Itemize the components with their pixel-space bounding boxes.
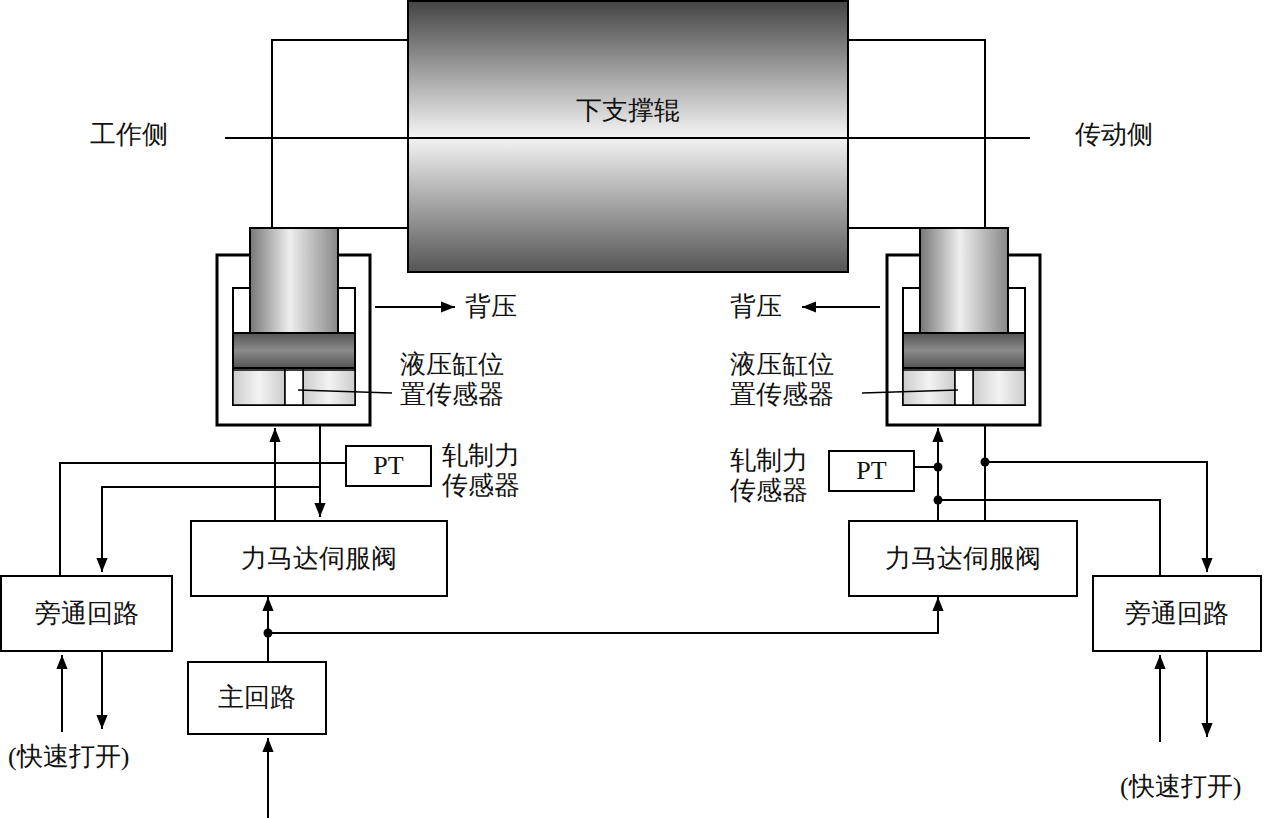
hydraulic-line [101, 652, 103, 729]
hydraulic-cylinder [903, 333, 1025, 368]
hydraulic-cylinder [955, 370, 973, 405]
sensor-label: 液压缸位 置传感器 [400, 350, 514, 410]
hydraulic-line [61, 655, 63, 732]
roll-frame [272, 40, 408, 228]
node-text: 主回路 [218, 683, 296, 713]
node-text: 力马达伺服阀 [885, 544, 1041, 574]
hydraulic-line [274, 428, 276, 520]
junction-dot [934, 463, 943, 472]
hydraulic-line [862, 390, 958, 393]
hydraulic-cylinder [233, 370, 285, 405]
hydraulic-line [62, 307, 1207, 818]
hydraulic-line [802, 306, 880, 308]
sensor-caption: 轧制力 传感器 [730, 446, 818, 506]
bypass-box: 旁通回路 [1092, 575, 1262, 652]
hydraulic-line [375, 306, 455, 308]
hydraulic-cylinder [920, 228, 1008, 333]
node-text: 力马达伺服阀 [241, 544, 397, 574]
roll-axis [225, 137, 1030, 139]
pressure-transducer: PT轧制力 传感器 [345, 445, 432, 487]
servo-valve-box: 力马达伺服阀 [190, 520, 448, 597]
node-text: PT [856, 456, 886, 486]
note-label: (快速打开) [8, 742, 129, 772]
sensor-caption: 轧制力 传感器 [442, 441, 530, 501]
node-text: 下支撑辊 [576, 96, 680, 126]
pressure-transducer: PT轧制力 传感器 [828, 450, 915, 492]
note-label: (快速打开) [1120, 772, 1241, 802]
bypass-box: 旁通回路 [0, 575, 173, 652]
hydraulic-cylinder [903, 370, 955, 405]
hydraulic-line [984, 425, 986, 520]
sensor-label: 液压缸位 置传感器 [730, 350, 844, 410]
hydraulic-line [1206, 652, 1208, 737]
roll-frame [338, 227, 408, 229]
hydraulic-cylinder [887, 228, 1040, 425]
hydraulic-cylinder [250, 228, 338, 333]
roll-frame [848, 227, 920, 229]
hydraulic-line [937, 428, 939, 520]
hydraulic-cylinder [285, 370, 303, 405]
roll-frame [272, 40, 985, 228]
back-pressure-label: 背压 [730, 292, 782, 322]
side-label: 工作侧 [90, 120, 168, 150]
servo-valve-box: 力马达伺服阀 [848, 520, 1078, 597]
hydraulic-line [267, 738, 269, 818]
junction-dot [981, 458, 990, 467]
node-text: 旁通回路 [35, 599, 139, 629]
main-circuit-box: 主回路 [187, 661, 327, 735]
roll-frame [848, 40, 985, 228]
junction-dot [934, 496, 943, 505]
hydraulic-cylinder [973, 370, 1025, 405]
hydraulic-line [1159, 655, 1161, 742]
hydraulic-cylinder [217, 228, 370, 425]
backup-roll [408, 1, 848, 272]
hydraulic-line [319, 425, 321, 517]
hydraulic-cylinder [233, 333, 355, 368]
pipe-connector [268, 597, 938, 661]
back-pressure-label: 背压 [465, 292, 517, 322]
node-text: PT [373, 451, 403, 481]
hydraulic-line [298, 390, 392, 393]
node-text: 旁通回路 [1125, 599, 1229, 629]
hydraulic-cylinder [303, 370, 355, 405]
roll-label-area: 下支撑辊 [408, 0, 848, 272]
side-label: 传动侧 [1075, 120, 1153, 150]
